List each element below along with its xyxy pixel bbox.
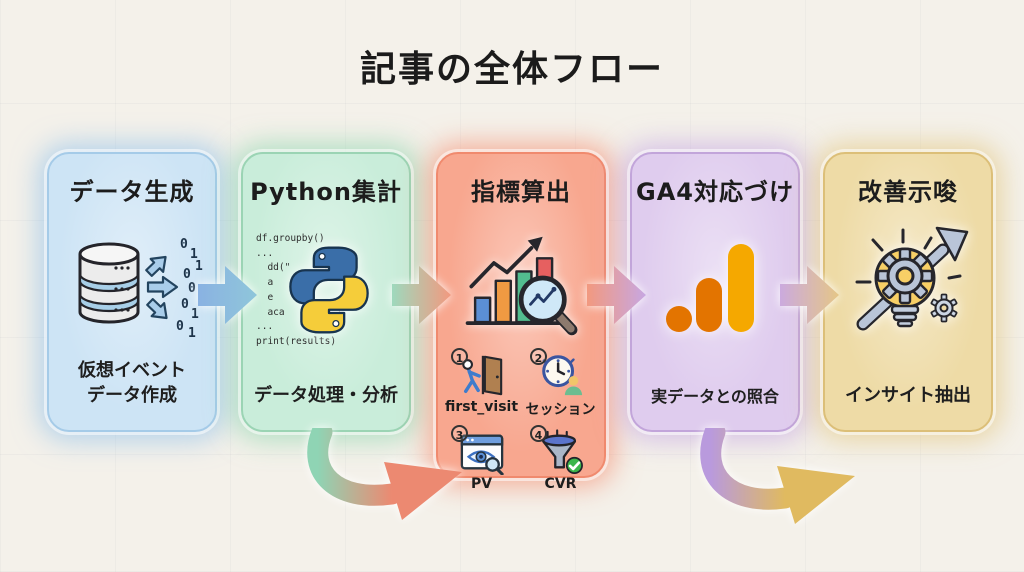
binary-digit: 0 xyxy=(183,267,191,282)
step-caption: 実データとの照合 xyxy=(651,386,779,406)
page-title: 記事の全体フロー xyxy=(359,49,664,90)
python-logo-icon xyxy=(289,246,369,334)
metric-label: セッション xyxy=(525,402,596,418)
data-out-arrows xyxy=(145,255,179,320)
curved-arrow-python-to-metrics xyxy=(307,428,462,520)
binary-digit: 0 xyxy=(181,297,189,312)
metric-number-badge: 3 xyxy=(451,425,468,442)
metric-number-badge: 4 xyxy=(530,425,547,442)
step-caption: データ処理・分析 xyxy=(254,384,398,406)
step-card-python: Python集計 df.groupby() ... dd(" nta") a e… xyxy=(241,152,411,432)
metric-number-badge: 1 xyxy=(451,348,468,365)
bar-chart-magnifier-icon xyxy=(465,236,578,336)
step-card-metrics: 指標算出 1 xyxy=(436,152,606,492)
step-title: 改善示唆 xyxy=(858,178,958,206)
binary-digit: 1 xyxy=(190,247,198,262)
metric-label: CVR xyxy=(544,476,577,492)
binary-digit: 0 xyxy=(180,237,188,252)
step-caption: インサイト抽出 xyxy=(845,384,971,406)
metric-label: first_visit xyxy=(444,399,519,415)
lightbulb-gear-icon xyxy=(855,226,969,331)
metric-cvr: 4 CVR xyxy=(521,425,600,492)
step-card-data-generation: データ生成 0 1 1 0 0 xyxy=(47,152,217,432)
flow-arrow-2 xyxy=(392,266,451,324)
flow-arrow-3 xyxy=(587,266,646,324)
flow-arrow-4 xyxy=(780,266,839,324)
step-title: データ生成 xyxy=(69,178,195,206)
gear xyxy=(876,247,934,305)
curved-arrow-ga4-to-insights xyxy=(700,428,855,524)
binary-digit: 0 xyxy=(188,281,196,296)
binary-digit: 1 xyxy=(188,326,196,341)
ga4-logo-icon xyxy=(666,244,754,332)
binary-digit: 0 xyxy=(176,319,184,334)
binary-digit: 1 xyxy=(195,259,203,274)
browser-eye-icon xyxy=(460,434,504,475)
flow-arrow-1 xyxy=(198,266,257,324)
step-title: Python集計 xyxy=(250,178,402,206)
step-card-insights: 改善示唆 xyxy=(823,152,993,432)
binary-digit: 1 xyxy=(191,307,199,322)
metric-grid: 1 first_visit 2 xyxy=(442,348,600,492)
magnifier xyxy=(518,275,578,336)
metric-number-badge: 2 xyxy=(530,348,547,365)
step-title: GA4対応づけ xyxy=(636,178,794,206)
funnel-check-icon xyxy=(541,429,583,474)
metric-label: PV xyxy=(470,476,493,492)
clock-user-icon xyxy=(541,355,582,396)
metric-session: 2 xyxy=(521,348,600,419)
step-card-ga4: GA4対応づけ 実データとの照合 xyxy=(630,152,800,432)
step-caption: 仮想イベント データ作成 xyxy=(78,359,186,406)
database-icon: 0 1 1 0 0 0 1 0 1 xyxy=(78,237,203,341)
small-gear xyxy=(930,293,958,323)
binary-digits: 0 1 1 0 0 0 1 0 1 xyxy=(176,237,203,341)
door-entry-icon xyxy=(461,355,502,396)
metric-pv: 3 PV xyxy=(442,425,521,492)
step-title: 指標算出 xyxy=(471,178,571,206)
metric-first-visit: 1 first_visit xyxy=(442,348,521,419)
